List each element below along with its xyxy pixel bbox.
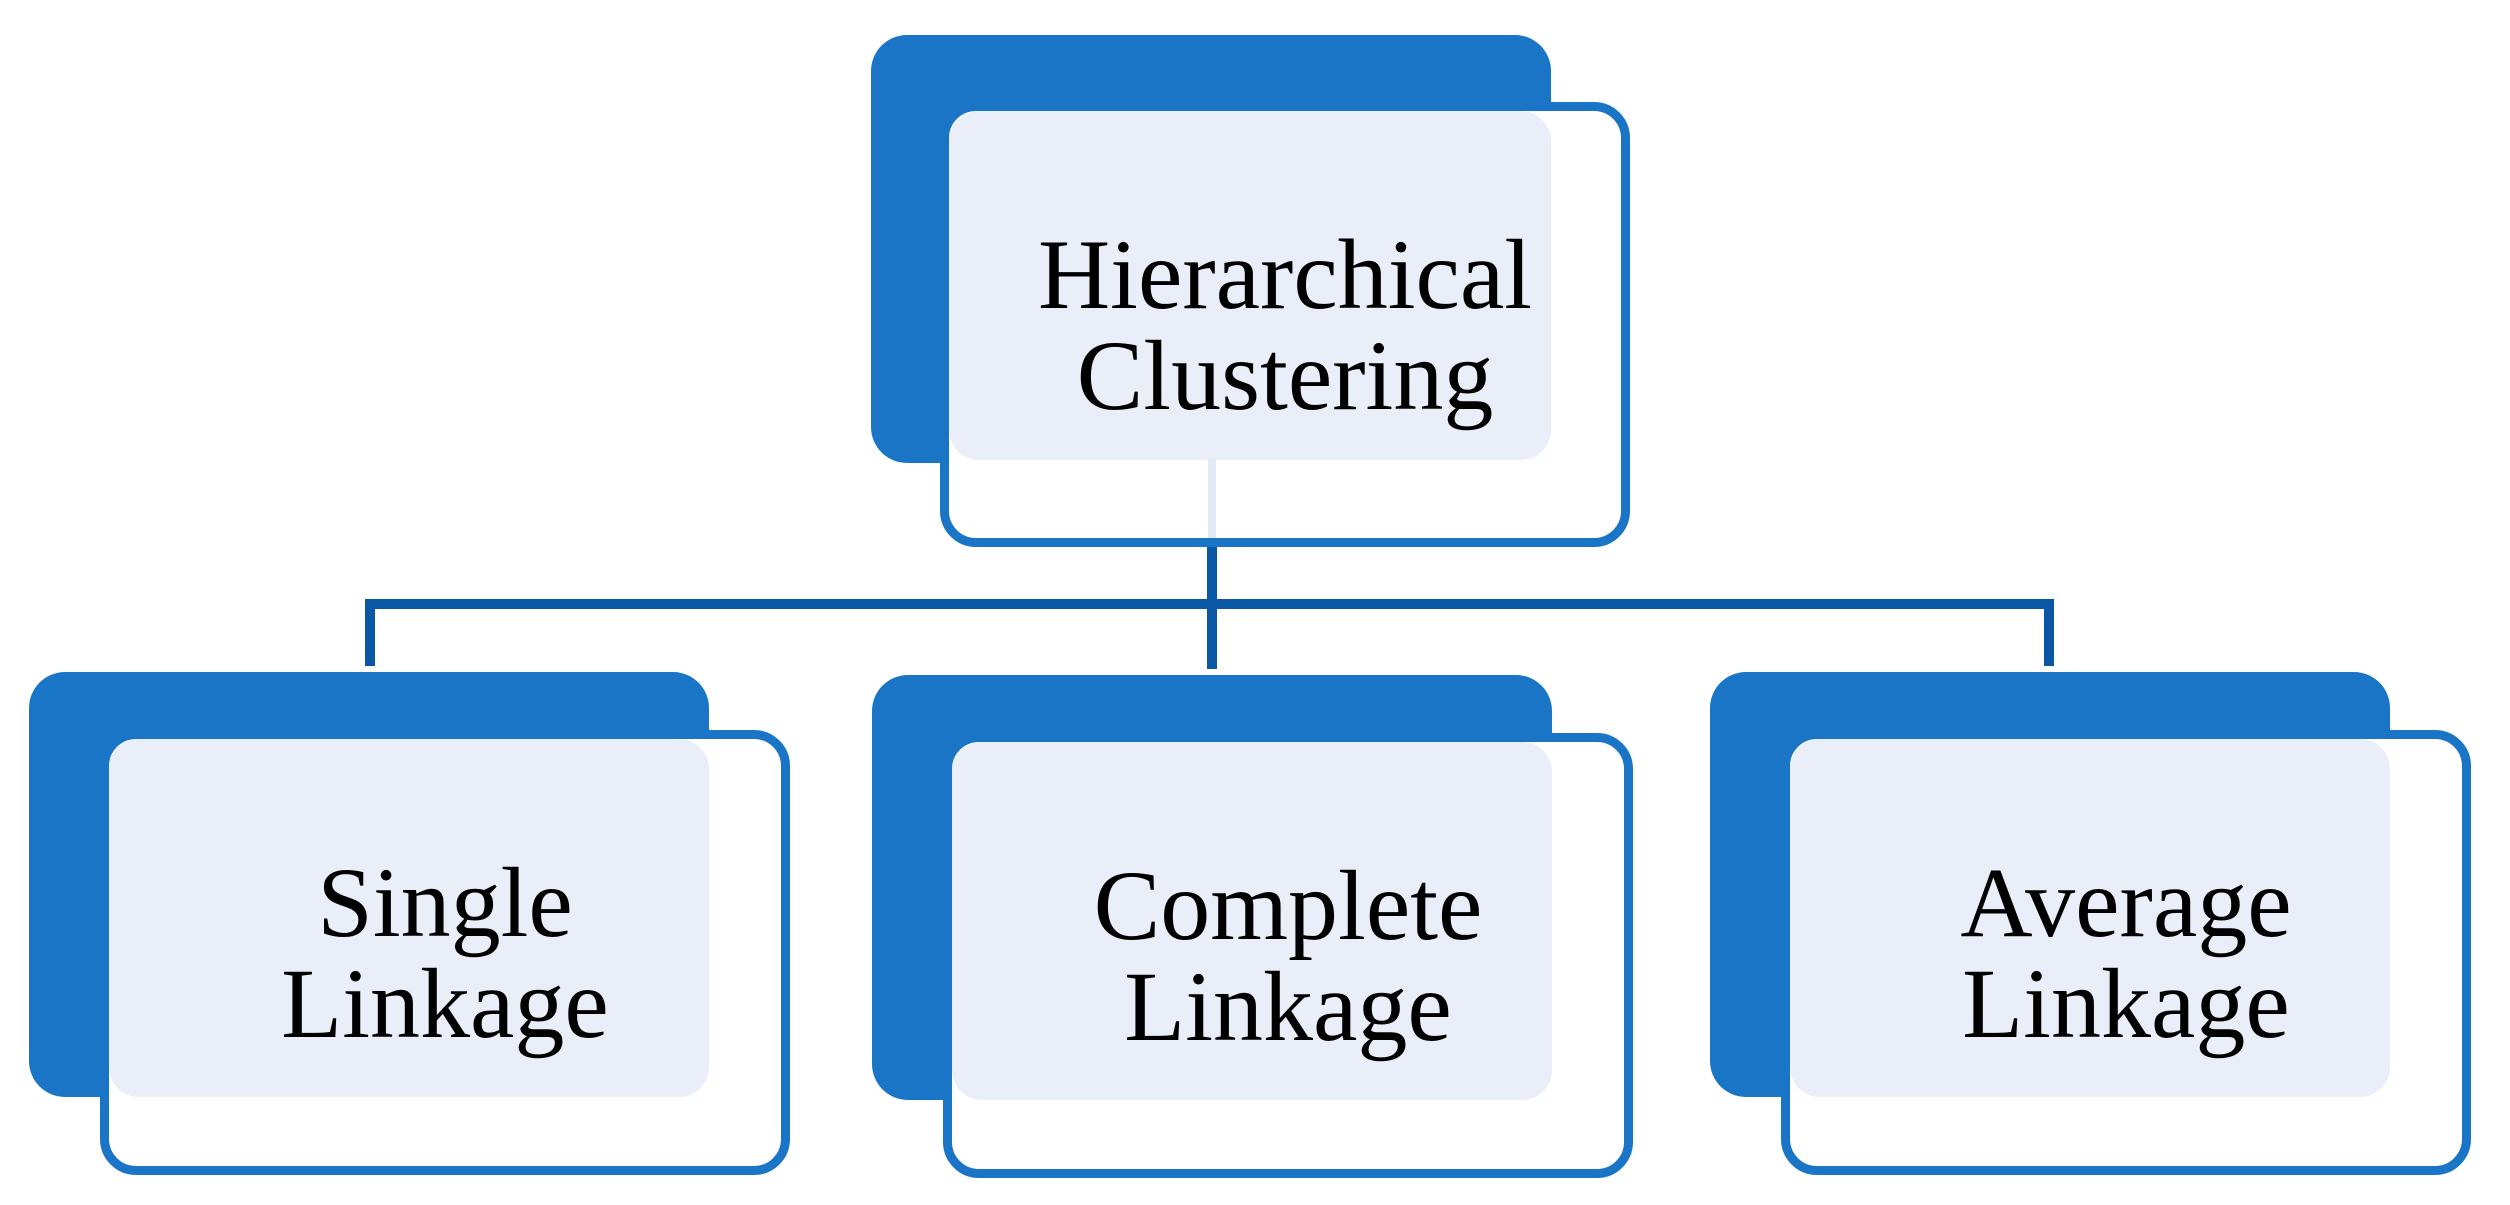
root-node-panel [949,111,1551,460]
single-linkage-panel [109,739,709,1097]
single-linkage-label: Single Linkage [281,846,609,1059]
connector-drop-average [2044,599,2054,666]
connector-drop-complete [1207,599,1217,669]
connector-root-inner-stub [1208,458,1216,538]
root-node-label: Hierarchical Clustering [1037,218,1533,431]
average-linkage-label: Average Linkage [1960,846,2292,1059]
complete-linkage-label: Complete Linkage [1093,849,1483,1062]
connector-root-stem [1207,543,1217,609]
connector-drop-single [365,599,375,666]
complete-linkage-panel [952,742,1552,1100]
average-linkage-panel [1790,739,2390,1097]
